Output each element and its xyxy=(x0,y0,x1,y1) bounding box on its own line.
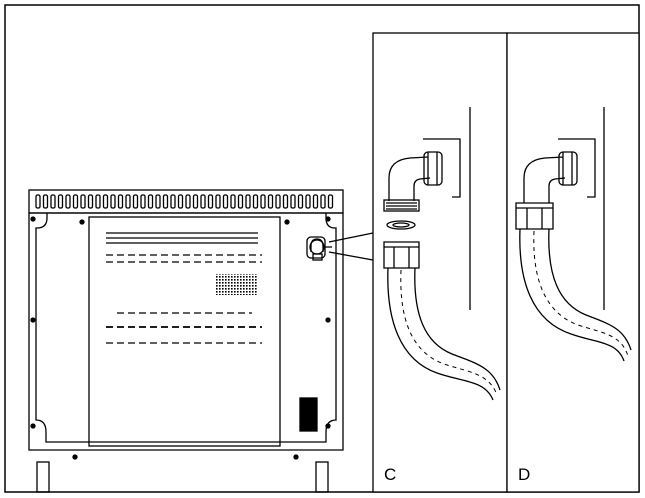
vent-slot xyxy=(327,194,334,209)
flexible-hose xyxy=(519,228,625,362)
callout-line xyxy=(328,251,374,261)
panel-screw-icon xyxy=(284,219,290,225)
vent-slot xyxy=(110,194,116,209)
side-screw-icon xyxy=(325,423,331,429)
vent-slot xyxy=(162,194,169,209)
vent-slot xyxy=(320,194,326,209)
detail-panel-c xyxy=(372,32,508,493)
flexible-hose xyxy=(387,267,494,401)
right-foot xyxy=(315,461,329,493)
vent-slot xyxy=(65,194,71,209)
vent-slot xyxy=(102,194,109,209)
side-screw-icon xyxy=(30,423,36,429)
vent-slot xyxy=(275,194,281,209)
vent-slot xyxy=(87,194,94,209)
hose-braid xyxy=(533,230,629,357)
dotted-grille xyxy=(215,274,258,295)
vent-slot xyxy=(132,194,139,209)
vent-slot xyxy=(185,194,191,209)
vent-slot xyxy=(260,194,266,209)
side-screw-icon xyxy=(325,216,331,222)
vent-slot xyxy=(117,194,124,209)
side-screw-icon xyxy=(30,317,36,323)
detail-panel-d xyxy=(506,32,640,493)
vent-slot xyxy=(50,194,56,209)
vent-slot xyxy=(80,194,86,209)
threaded-end xyxy=(383,199,420,212)
back-panel xyxy=(88,216,281,447)
vent-slot xyxy=(290,194,296,209)
callout-line xyxy=(328,232,374,243)
vent-slot xyxy=(147,194,154,209)
gasket-washer xyxy=(386,220,416,230)
vent-slot xyxy=(297,194,304,209)
elbow-pipe xyxy=(388,156,429,201)
wall-bracket xyxy=(423,138,461,198)
panel-label-d: D xyxy=(518,465,530,484)
vent-slot xyxy=(155,194,161,209)
side-screw-icon xyxy=(325,317,331,323)
elbow-nut xyxy=(423,151,443,186)
appliance-rear-view xyxy=(28,189,374,493)
vent-slot xyxy=(35,194,41,209)
vent-slot xyxy=(192,194,199,209)
hose-nut xyxy=(383,241,420,269)
vent-slot xyxy=(245,194,251,209)
wall-bracket xyxy=(558,138,596,198)
panel-screw-icon xyxy=(79,219,85,225)
appliance-body xyxy=(28,212,344,451)
water-inlet-fitting xyxy=(306,236,332,261)
power-socket xyxy=(299,397,318,432)
vent-slot xyxy=(125,194,131,209)
vent-slot xyxy=(57,194,64,209)
vent-slot xyxy=(267,194,274,209)
elbow-pipe xyxy=(523,156,564,203)
vent-slot xyxy=(215,194,221,209)
side-screw-icon xyxy=(30,216,36,222)
panel-label-c: C xyxy=(384,465,396,484)
vent-slot xyxy=(222,194,229,209)
vent-slot xyxy=(140,194,146,209)
vent-slot xyxy=(72,194,79,209)
vent-slot xyxy=(200,194,206,209)
vent-slot xyxy=(95,194,101,209)
vent-slot xyxy=(170,194,176,209)
elbow-nut xyxy=(558,151,578,186)
hose-braid xyxy=(400,269,498,396)
hose-nut-connected xyxy=(515,202,554,230)
top-vent-slots xyxy=(35,194,334,209)
vent-slot xyxy=(177,194,184,209)
vent-slot xyxy=(282,194,289,209)
panel-screw-icon xyxy=(293,454,299,460)
vent-slot xyxy=(237,194,244,209)
vent-slot xyxy=(312,194,319,209)
vent-slot xyxy=(252,194,259,209)
vent-slot xyxy=(207,194,214,209)
left-foot xyxy=(36,461,50,493)
panel-screw-icon xyxy=(72,454,78,460)
vent-slot xyxy=(42,194,49,209)
vent-slot xyxy=(305,194,311,209)
vent-slot xyxy=(230,194,236,209)
appliance-inner-frame xyxy=(35,213,337,443)
